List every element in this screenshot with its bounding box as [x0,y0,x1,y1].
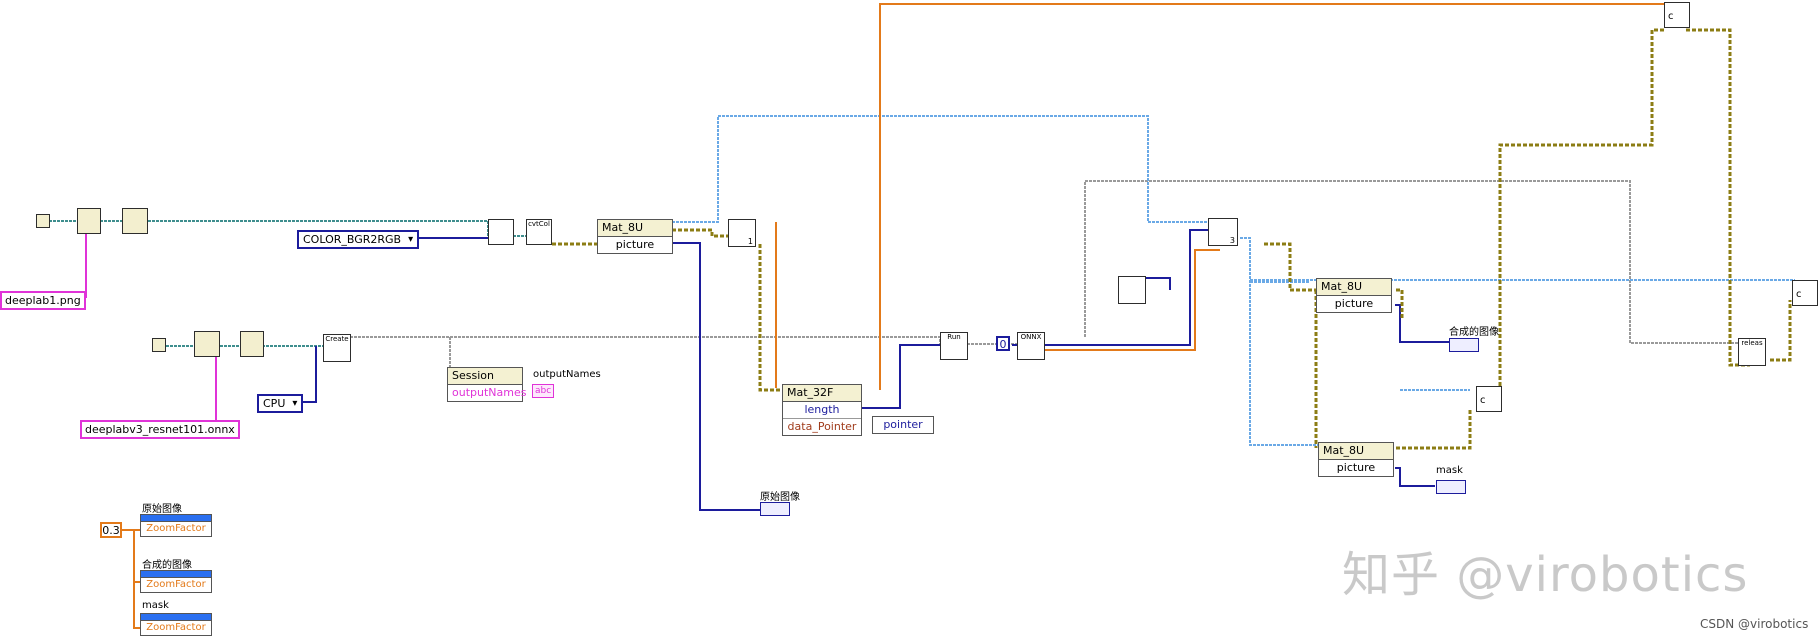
index-constant[interactable]: 0 [996,336,1010,351]
build-path-node-2[interactable] [194,331,220,357]
create-label: Create [325,335,349,343]
c-label: c [1668,11,1674,22]
wire-cluster-3 [1264,242,1316,292]
releas-label: releas [1741,339,1763,347]
pointer-node[interactable]: pointer [872,416,934,434]
wire-image-2 [1240,237,1795,446]
strip-path-node-2[interactable] [240,331,264,357]
watermark-text: 知乎 @virobotics [1342,547,1749,603]
wire-cluster-4 [1314,288,1472,450]
original-image-label: 原始图像 [760,492,800,503]
release-node-2[interactable]: c [1664,2,1690,28]
wire-session-top [1084,180,1741,358]
wire-path-1 [80,232,87,298]
onnx-label: ONNX [1020,333,1042,341]
zoom-ref-bar [141,571,211,578]
output-names-indicator[interactable]: abc [532,384,555,398]
composite-image-indicator[interactable] [1449,338,1479,352]
c-label: c [1796,289,1802,300]
unbundle-field-length: length [804,403,840,416]
mat8u-unbundle-1[interactable]: Mat_8U picture [597,219,673,254]
zoom-title-3: mask [142,600,169,611]
color-code-enum[interactable]: COLOR_BGR2RGB [297,230,420,249]
zoom-ref-bar [141,614,211,621]
mat8u-unbundle-3[interactable]: Mat_8U picture [1318,442,1394,477]
unbundle-header: Mat_32F [783,385,861,402]
wire-enum-2 [300,346,317,403]
composite-image-label: 合成的图像 [1449,327,1499,338]
colormap-node[interactable] [1118,276,1146,304]
file-constant-icon[interactable] [36,214,50,228]
original-image-indicator[interactable] [760,502,790,516]
wire-cluster-6 [1686,28,1792,367]
zoom-constant[interactable]: 0.3 [100,522,122,538]
mask-label: mask [1436,465,1463,476]
strip-path-node[interactable] [122,208,148,234]
wire-image-3 [1250,281,1470,391]
mat32f-unbundle[interactable]: Mat_32F length data_Pointer [782,384,862,436]
mat8u-unbundle-2[interactable]: Mat_8U picture [1316,278,1392,313]
onnx-node[interactable]: ONNX [1017,332,1045,360]
unbundle-field-picture: picture [615,238,655,251]
cvtcolor-label: cvtCol [528,220,550,228]
release-node-1[interactable]: c [1476,386,1502,412]
unbundle-header: Session [448,368,522,385]
unbundle-header: Mat_8U [598,220,672,237]
zoom-ref-bar [141,515,211,522]
create-session-node[interactable]: Create [323,334,351,362]
unbundle-header: Mat_8U [1317,279,1391,296]
unbundle-field-picture: picture [1334,297,1374,310]
zoom-title-2: 合成的图像 [142,560,192,571]
credit-text: CSDN @virobotics [1700,617,1809,631]
wire-enum-5 [1012,229,1220,346]
wire-orange-top [879,3,1665,390]
wire-cluster-5 [1498,28,1665,410]
wire-orange-3 [1045,249,1220,351]
release-session-node[interactable]: releas [1738,338,1766,366]
wire-enum-7 [1395,304,1450,343]
file-constant-icon-2[interactable] [152,338,166,352]
wire-enum-6 [1146,277,1171,290]
unbundle-field-outputnames: outputNames [452,386,527,399]
c-label: c [1480,395,1486,406]
image-path-constant[interactable]: deeplab1.png [0,291,86,310]
zoom-property-node-1[interactable]: ZoomFactor [140,514,212,537]
blob-from-image-node[interactable]: 1 [728,219,756,247]
model-path-constant[interactable]: deeplabv3_resnet101.onnx [80,420,240,439]
pointer-label: pointer [883,418,923,431]
zoom-prop-label: ZoomFactor [146,622,206,633]
zoom-prop-label: ZoomFactor [146,579,206,590]
zoom-property-node-2[interactable]: ZoomFactor [140,570,212,593]
zoom-property-node-3[interactable]: ZoomFactor [140,613,212,636]
unbundle-field-data-pointer: data_Pointer [783,418,861,435]
output-names-label: outputNames [533,369,601,380]
postprocess-node[interactable]: 3 [1208,218,1238,246]
unbundle-header: Mat_8U [1319,443,1393,460]
wire-cluster-2 [672,228,782,392]
node-index: 1 [747,237,753,246]
wire-enum-3 [673,242,760,511]
device-enum[interactable]: CPU [257,394,304,413]
wire-enum-8 [1395,467,1435,487]
wire-image-1 [672,115,1214,223]
zoom-title-1: 原始图像 [142,504,182,515]
release-node-3[interactable]: c [1792,280,1818,306]
mask-indicator[interactable] [1436,480,1466,494]
cvtcolor-node[interactable]: cvtCol [526,219,552,245]
unbundle-field-picture: picture [1336,461,1376,474]
run-label: Run [947,333,961,341]
imread-node[interactable] [488,219,514,245]
wire-refnum-main [49,220,526,237]
node-index: 3 [1229,236,1235,245]
session-unbundle[interactable]: Session outputNames [447,367,527,402]
run-node[interactable]: Run [940,332,968,360]
build-path-node[interactable] [77,208,101,234]
wire-session [350,336,1018,370]
zoom-prop-label: ZoomFactor [146,523,206,534]
wire-enum-4 [860,344,940,409]
